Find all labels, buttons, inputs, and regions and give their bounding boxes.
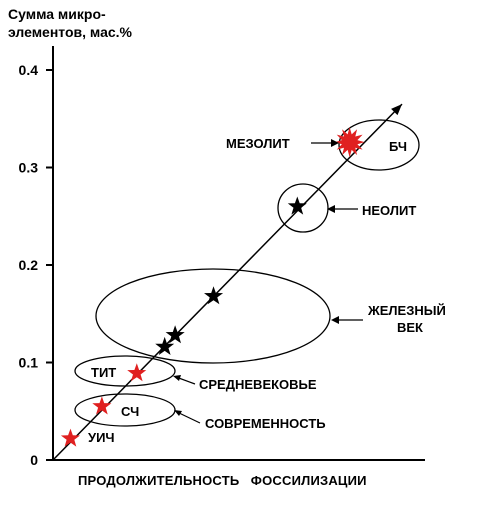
data-point-star [165, 325, 185, 344]
y-tick-label: 0.3 [19, 160, 39, 176]
data-point-star [92, 396, 112, 415]
data-points [60, 127, 365, 447]
label-neolithic: НЕОЛИТ [362, 203, 416, 218]
label-tit: ТИТ [91, 365, 116, 380]
y-axis-label-line1: Сумма микро- [8, 6, 106, 22]
y-tick-label: 0.4 [19, 62, 39, 78]
y-tick-label: 0.2 [19, 257, 39, 273]
ellipse-neolithic [277, 183, 329, 233]
data-point-star [60, 428, 80, 447]
pointer-neolithic [327, 205, 358, 213]
label-uich: УИЧ [88, 430, 115, 445]
ellipse-modern [74, 393, 176, 427]
data-point-star [155, 336, 175, 355]
data-point-star [127, 363, 147, 382]
y-ticks: 0 0.1 0.2 0.3 0.4 [19, 62, 53, 468]
ellipse-mesolithic [338, 119, 420, 171]
label-age: ВЕК [397, 320, 423, 335]
x-axis-label: ПРОДОЛЖИТЕЛЬНОСТЬ ФОССИЛИЗАЦИИ [78, 473, 367, 488]
data-point-burst [334, 127, 365, 158]
label-iron: ЖЕЛЕЗНЫЙ [367, 303, 446, 318]
label-bch: БЧ [389, 139, 407, 154]
y-tick-label: 0 [30, 452, 38, 468]
trend-arrowhead [391, 104, 402, 116]
y-tick-label: 0.1 [19, 355, 39, 371]
pointer-iron [331, 316, 363, 324]
label-medieval: СРЕДНЕВЕКОВЬЕ [199, 377, 317, 392]
ellipse-medieval [74, 355, 176, 387]
pointer-medieval [173, 375, 196, 385]
pointer-mesolithic [311, 139, 339, 147]
trend-line [52, 103, 403, 461]
ellipse-iron-age [95, 268, 331, 364]
data-point-star [204, 286, 224, 305]
pointer-modern [174, 410, 201, 424]
label-modern: СОВРЕМЕННОСТЬ [205, 416, 326, 431]
label-sch: СЧ [121, 404, 139, 419]
y-axis-label-line2: элементов, мас.% [8, 24, 133, 40]
data-point-star [287, 196, 307, 215]
label-mesolithic: МЕЗОЛИТ [226, 136, 290, 151]
